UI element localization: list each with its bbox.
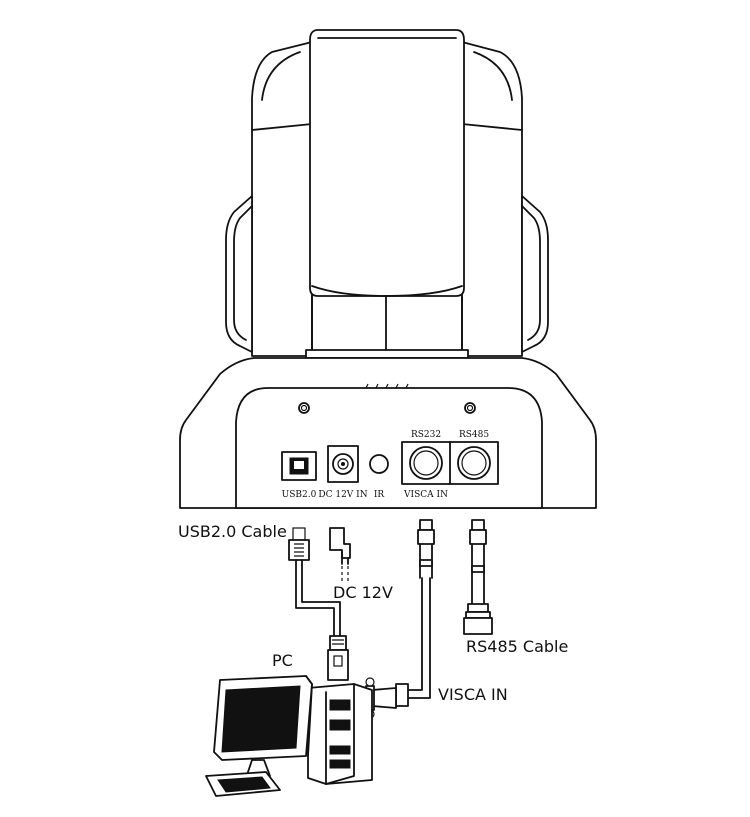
dc-12v-label: DC 12V — [333, 583, 393, 602]
pc — [205, 675, 373, 797]
visca-in-label: VISCA IN — [438, 685, 508, 704]
usb-cable-label: USB2.0 Cable — [178, 522, 287, 541]
rs485-cable — [463, 519, 493, 635]
visca-port-label: VISCA IN — [403, 490, 448, 500]
usb-cable — [288, 527, 349, 681]
ir-sensor — [369, 454, 389, 474]
dc-plug — [329, 527, 351, 582]
ir-label: IR — [374, 490, 385, 500]
usb-port — [281, 451, 317, 481]
camera-base: USB2.0 DC 12V IN IR RS232 RS485 VISCA IN — [179, 357, 597, 509]
visca-cable — [365, 519, 435, 719]
rs485-label: RS485 — [459, 430, 489, 440]
serial-ports — [401, 441, 499, 485]
rs485-cable-label: RS485 Cable — [466, 637, 568, 656]
rs232-label: RS232 — [411, 430, 441, 440]
usb-port-label: USB2.0 — [282, 490, 317, 500]
dc-port-label: DC 12V IN — [318, 490, 367, 500]
pc-label: PC — [272, 651, 293, 670]
camera-head — [225, 29, 549, 359]
dc-port — [327, 445, 359, 483]
